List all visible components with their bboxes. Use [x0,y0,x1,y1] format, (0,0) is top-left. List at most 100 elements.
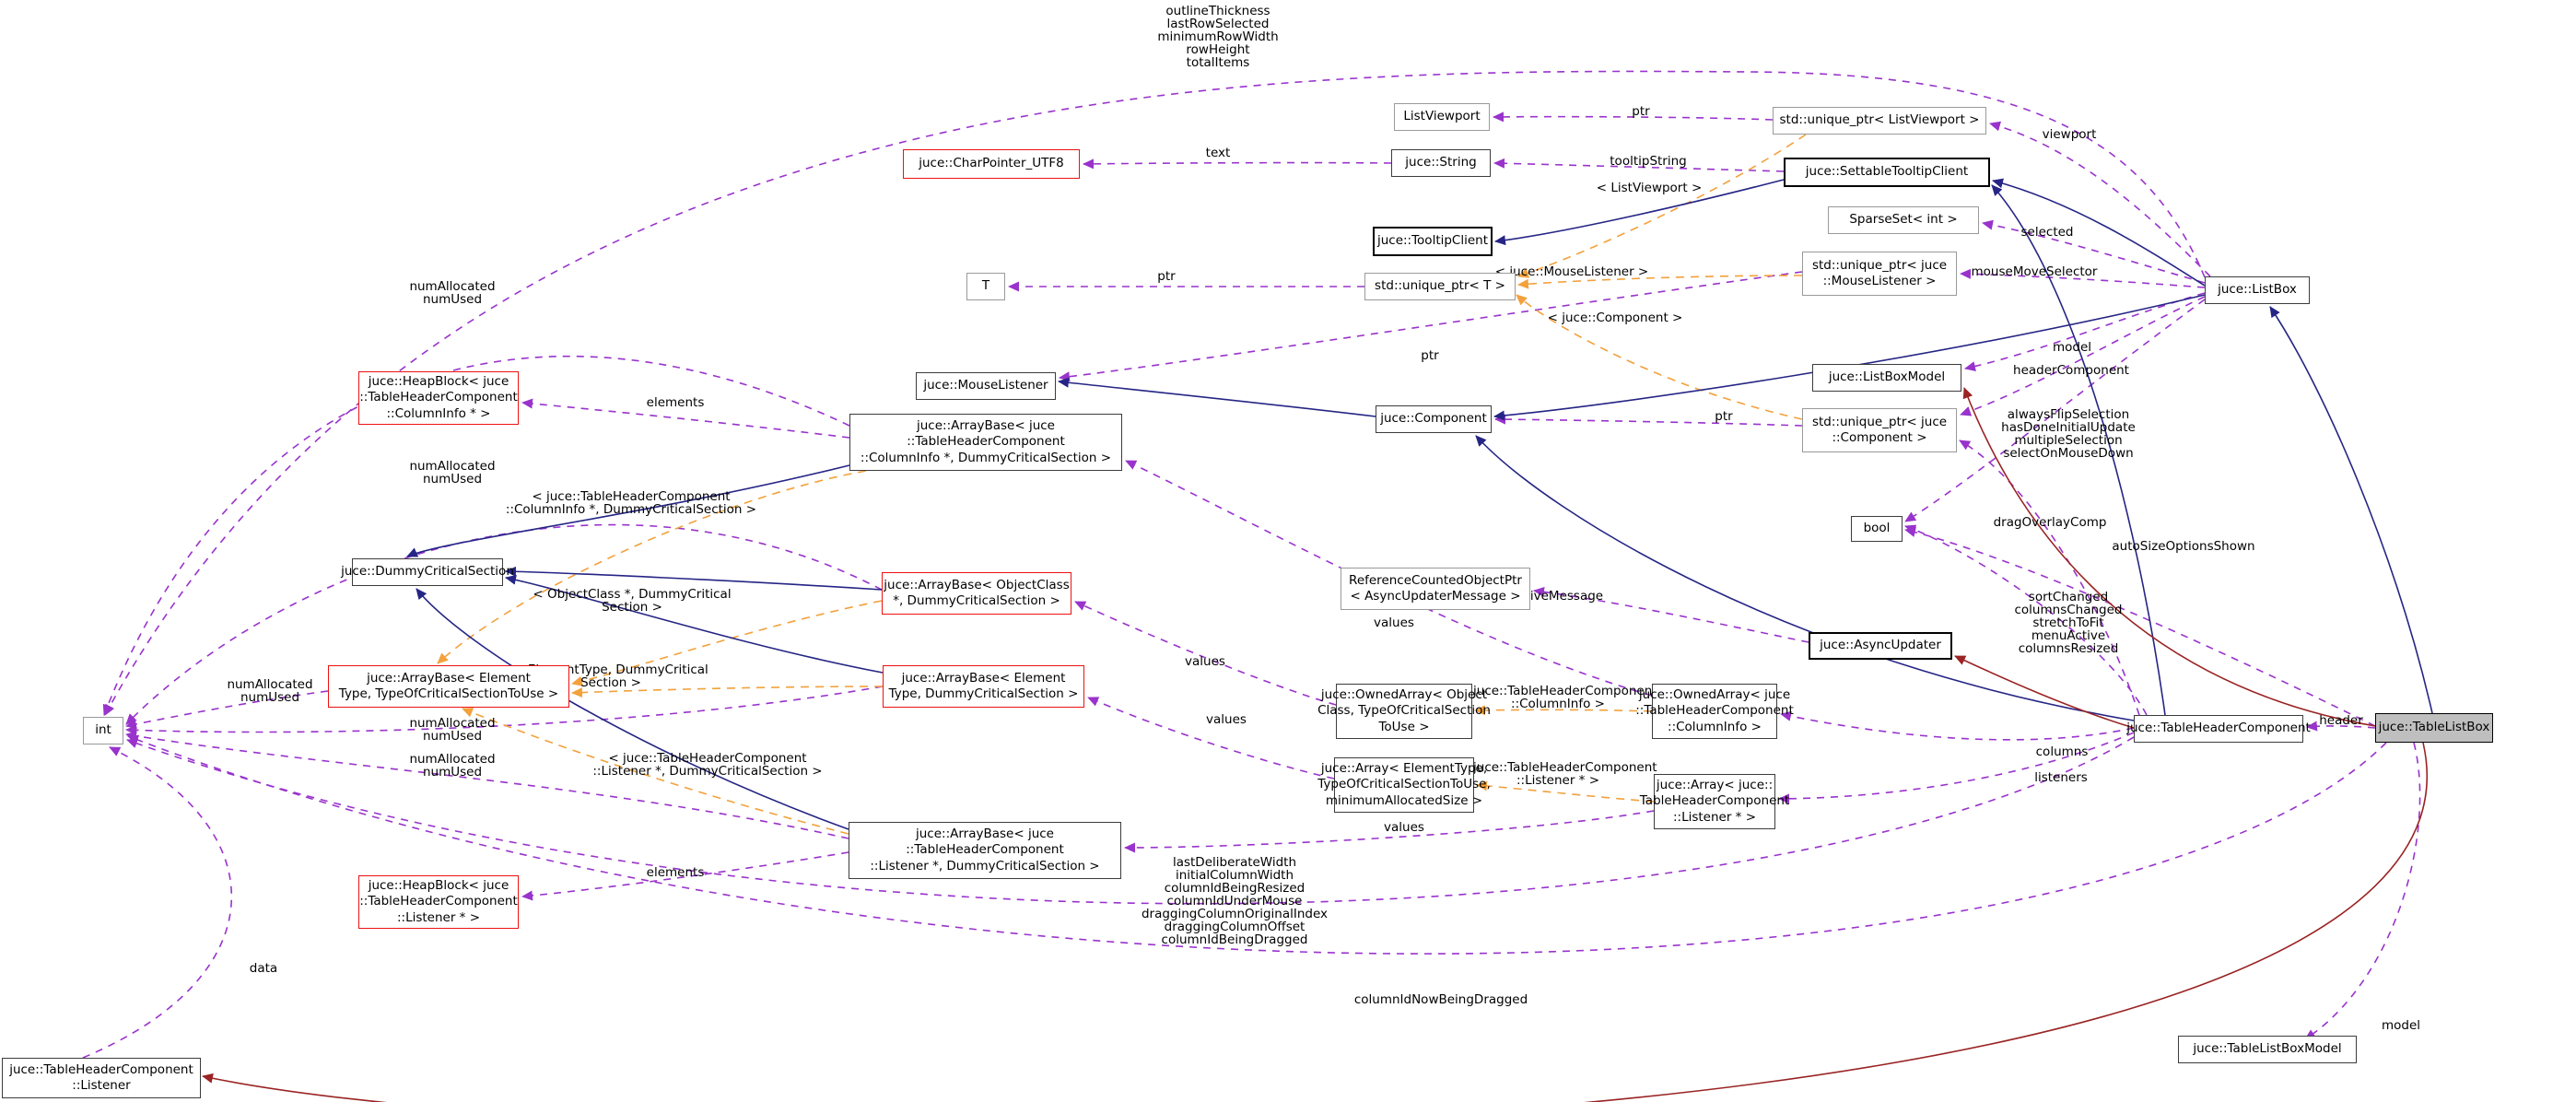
node-juce-string[interactable]: juce::String [1391,149,1491,177]
edge-label-line: tooltipString [1610,153,1687,169]
node-dummycriticalsection[interactable]: juce::DummyCriticalSection [341,558,514,586]
node-array-listener[interactable]: juce::Array< juce::TableHeaderComponent:… [1640,774,1789,829]
edge-label-line: activeMessage [1510,588,1604,604]
edge-tablelistbox-to-bool [1904,527,2376,727]
edge-tablelistbox-to-tableheadercomponent [2306,721,2376,732]
node-charpointer-utf8[interactable]: juce::CharPointer_UTF8 [903,149,1080,179]
node-listviewport[interactable]: ListViewport [1394,103,1490,131]
edge-label-line: header [2319,712,2363,728]
node-component[interactable]: juce::Component [1376,405,1492,433]
node-listboxmodel[interactable]: juce::ListBoxModel [1812,364,1961,392]
node-label-line: ::Listener [72,1078,131,1093]
node-int[interactable]: int [83,717,123,744]
node-uptr-mouselistener[interactable]: std::unique_ptr< juce::MouseListener > [1802,252,1957,296]
edge-label-values-4: values [1384,821,1424,834]
edge-label-values-2: values [1185,655,1225,668]
node-label-line: ReferenceCountedObjectPtr [1349,572,1522,588]
edge-tablelistbox-to-listbox [2269,306,2433,714]
edge-label-elements-2: elements [647,866,705,879]
edge-label-line: columns [2035,744,2089,759]
node-label-line: ::Component > [1832,430,1927,445]
node-arraybase-columninfo[interactable]: juce::ArrayBase< juce::TableHeaderCompon… [849,414,1122,471]
edge-label-mousemoveselector: mouseMoveSelector [1972,265,2098,278]
edge-label-line: numAllocated [227,676,313,692]
edge-label-line: < juce::TableHeaderComponent [1458,683,1657,698]
node-uptr-component[interactable]: std::unique_ptr< juce::Component > [1802,408,1957,452]
node-label-line: T [981,278,990,294]
node-label-line: juce::TableListBoxModel [2193,1041,2342,1057]
edge-label-tmpl-listviewport: < ListViewport > [1597,182,1703,194]
edge-label-values-1: values [1374,616,1414,629]
edge-tablelistbox-to-int [127,734,2387,955]
edge-label-autosizeoptionsshown: autoSizeOptionsShown [2112,540,2254,553]
edge-label-line: numAllocated [409,751,496,767]
edge-listbox-to-settable-tooltip-client [1992,178,2206,287]
node-label-line: juce::ArrayBase< juce [915,826,1054,842]
node-tableheadercomponent-listener[interactable]: juce::TableHeaderComponent::Listener [2,1058,201,1098]
edge-label-line: numUsed [422,729,483,744]
node-bool[interactable]: bool [1851,516,1903,542]
edge-label-elements-1: elements [647,396,705,409]
node-t[interactable]: T [966,273,1005,300]
node-arraybase-listener[interactable]: juce::ArrayBase< juce::TableHeaderCompon… [849,822,1121,879]
node-arraybase-objectclass[interactable]: juce::ArrayBase< ObjectClass*, DummyCrit… [882,572,1071,615]
node-tablelistbox[interactable]: juce::TableListBox [2375,713,2493,743]
node-sparseset-int[interactable]: SparseSet< int > [1828,206,1979,234]
edge-listbox-to-uptr-listviewport [1989,121,2211,277]
edge-label-line: draggingColumnOriginalIndex [1141,907,1329,922]
edge-listbox-to-uptr-mouselistener [1960,268,2206,288]
edge-label-line: hasDoneInitialUpdate [2001,419,2136,435]
edge-ownedarray-columninfo-to-ownedarray-template [1474,705,1653,716]
edge-label-columnidnowbeingdragged: columnIdNowBeingDragged [1354,993,1528,1006]
edge-label-line: ::Listener *, DummyCriticalSection > [592,764,823,779]
node-label-line: juce::AsyncUpdater [1820,638,1941,653]
edge-label-viewport: viewport [2043,128,2097,141]
node-mouselistener[interactable]: juce::MouseListener [916,372,1056,400]
edge-label-tooltipstring: tooltipString [1610,155,1686,168]
edge-tablelistbox-to-tableheadercomponent-listener [202,742,2428,1102]
node-tablelistboxmodel[interactable]: juce::TableListBoxModel [2178,1036,2357,1063]
edge-listbox-to-uptr-component [1960,296,2206,416]
edge-label-line: ptr [1632,103,1650,119]
node-label-line: std::unique_ptr< T > [1375,278,1505,294]
node-refcountedobjectptr[interactable]: ReferenceCountedObjectPtr< AsyncUpdaterM… [1341,568,1530,610]
edge-label-line: < ObjectClass *, DummyCritical [533,586,732,602]
edge-settable-tooltip-client-to-tooltip-client [1494,179,1785,246]
node-label-line: ::Listener * > [1672,809,1757,825]
node-uptr-t[interactable]: std::unique_ptr< T > [1364,273,1516,300]
node-uptr-listviewport[interactable]: std::unique_ptr< ListViewport > [1773,107,1986,135]
node-tableheadercomponent[interactable]: juce::TableHeaderComponent [2126,715,2311,743]
edge-label-selected: selected [2021,226,2074,239]
edge-arraybase-listener-to-dummycriticalsection [416,588,849,830]
edge-juce-string-to-charpointer-utf8 [1083,158,1392,170]
node-heapblock-columninfo[interactable]: juce::HeapBlock< juce::TableHeaderCompon… [358,371,519,425]
edge-label-columns: columns [2036,745,2089,758]
edge-label-line: < juce::Component > [1547,310,1683,325]
edge-tableheadercomponent-to-component [1475,435,2135,721]
node-settable-tooltip-client[interactable]: juce::SettableTooltipClient [1784,158,1990,187]
edge-label-ptr-listviewport: ptr [1632,105,1649,118]
edge-arraybase-listener-to-int [125,731,849,839]
edge-label-line: minimumRowWidth [1157,29,1279,44]
edge-label-line: numUsed [240,690,300,705]
edge-arraybase-elementtype-dcs-to-int [125,686,884,735]
edge-label-listeners: listeners [2034,771,2088,784]
node-label-line: juce::TableHeaderComponent [2126,721,2311,736]
node-array-template[interactable]: juce::Array< ElementType,TypeOfCriticalS… [1317,757,1491,813]
node-tooltip-client[interactable]: juce::TooltipClient [1373,227,1493,256]
node-asyncupdater[interactable]: juce::AsyncUpdater [1809,632,1952,660]
node-heapblock-listener[interactable]: juce::HeapBlock< juce::TableHeaderCompon… [358,875,519,929]
node-ownedarray-columninfo[interactable]: juce::OwnedArray< juce::TableHeaderCompo… [1635,684,1794,739]
edge-array-listener-to-arraybase-listener [1124,810,1655,853]
node-label-line: minimumAllocatedSize > [1325,792,1483,808]
edge-label-line: < juce::TableHeaderComponent [532,488,731,504]
edge-label-line: < juce::TableHeaderComponent [608,750,807,766]
edge-label-line: numAllocated [409,278,496,294]
node-listbox[interactable]: juce::ListBox [2205,276,2310,304]
edge-label-line: draggingColumnOffset [1164,920,1306,935]
